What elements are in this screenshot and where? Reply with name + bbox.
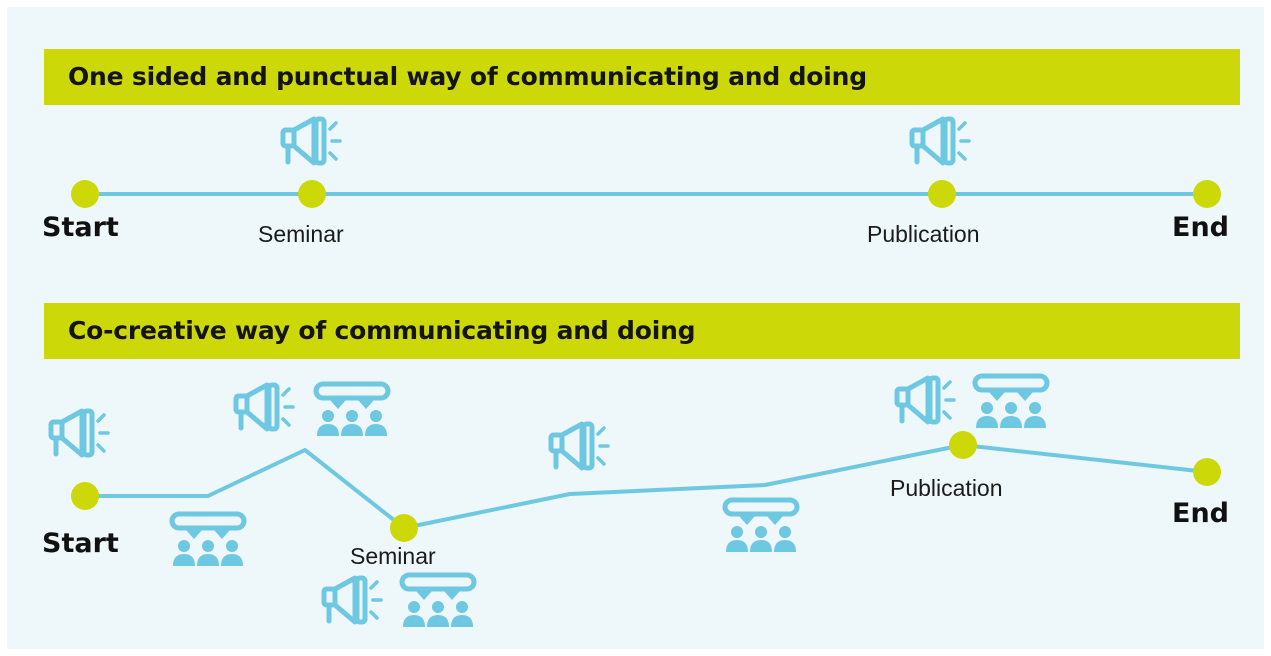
publication-node xyxy=(949,431,977,459)
megaphone-icon xyxy=(324,578,381,622)
seminar-label: Seminar xyxy=(258,221,344,247)
end-node xyxy=(1193,458,1221,486)
audience-icon xyxy=(402,575,474,627)
start-node xyxy=(71,482,99,510)
publication-label: Publication xyxy=(867,221,980,247)
section-1-banner: One sided and punctual way of communicat… xyxy=(44,49,1240,105)
megaphone-icon xyxy=(283,119,340,163)
end-node xyxy=(1193,180,1221,208)
start-label: Start xyxy=(42,212,119,243)
start-node xyxy=(71,180,99,208)
audience-icon xyxy=(316,384,388,436)
publication-node xyxy=(928,180,956,208)
seminar-node xyxy=(390,514,418,542)
section-2-banner: Co-creative way of communicating and doi… xyxy=(44,303,1240,359)
section-2-title: Co-creative way of communicating and doi… xyxy=(68,316,696,345)
audience-icon xyxy=(975,376,1047,428)
megaphone-icon xyxy=(236,385,293,429)
seminar-label: Seminar xyxy=(350,543,436,569)
megaphone-icon xyxy=(897,378,954,422)
megaphone-icon xyxy=(912,119,969,163)
publication-label: Publication xyxy=(890,475,1003,501)
end-label: End xyxy=(1172,498,1229,529)
co-creative-timeline-line xyxy=(85,443,1208,530)
audience-icon xyxy=(725,500,797,552)
megaphone-icon xyxy=(551,424,608,468)
section-1-title: One sided and punctual way of communicat… xyxy=(68,62,867,91)
start-label: Start xyxy=(42,528,119,559)
audience-icon xyxy=(172,514,244,566)
end-label: End xyxy=(1172,212,1229,243)
seminar-node xyxy=(298,180,326,208)
megaphone-icon xyxy=(51,411,108,455)
